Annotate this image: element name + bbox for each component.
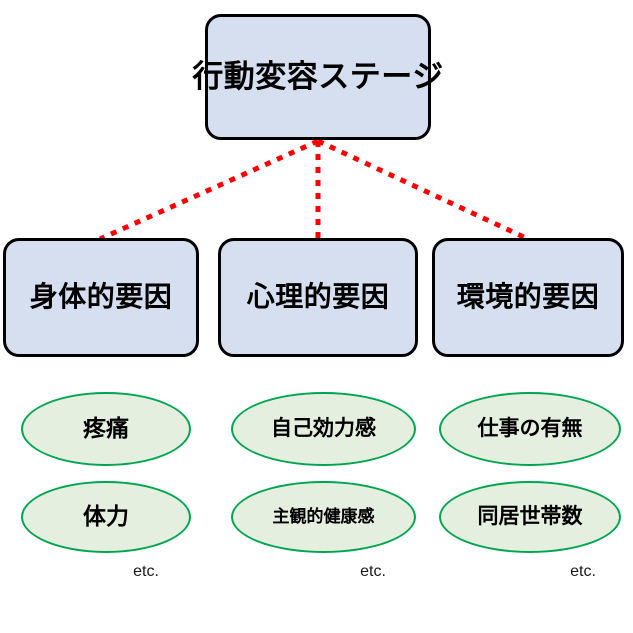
node-physical-factor-label: 身体的要因 (29, 281, 173, 313)
node-behavior-change-stage[interactable]: 行動変容ステージ (192, 14, 443, 140)
ellipse-environmental-1[interactable]: 仕事の有無 (439, 392, 621, 466)
etc-label-psychological: etc. (360, 563, 386, 580)
ellipse-psychological-1-label: 自己効力感 (271, 417, 376, 441)
ellipse-physical-2-label: 体力 (83, 503, 129, 530)
ellipse-environmental-1-label: 仕事の有無 (477, 417, 583, 441)
ellipse-physical-2[interactable]: 体力 (21, 481, 191, 553)
node-psychological-factor-label: 心理的要因 (246, 281, 390, 313)
connector-root-to-environmental (316, 138, 530, 242)
node-environmental-factor-label: 環境的要因 (456, 281, 600, 313)
connector-root-to-physical (98, 138, 320, 242)
ellipse-environmental-2-label: 同居世帯数 (477, 505, 583, 529)
ellipse-psychological-2-label: 主観的健康感 (272, 506, 375, 526)
node-environmental-factor[interactable]: 環境的要因 (432, 238, 624, 357)
node-psychological-factor[interactable]: 心理的要因 (218, 238, 418, 357)
etc-label-physical: etc. (133, 563, 159, 580)
ellipse-psychological-2[interactable]: 主観的健康感 (231, 481, 416, 553)
ellipse-physical-1-label: 疼痛 (83, 415, 129, 442)
node-behavior-change-stage-label: 行動変容ステージ (192, 58, 444, 94)
ellipse-psychological-1[interactable]: 自己効力感 (231, 392, 416, 466)
ellipse-physical-1[interactable]: 疼痛 (21, 392, 191, 466)
node-physical-factor[interactable]: 身体的要因 (3, 238, 199, 357)
etc-label-environmental: etc. (570, 563, 596, 580)
ellipse-environmental-2[interactable]: 同居世帯数 (439, 481, 621, 553)
